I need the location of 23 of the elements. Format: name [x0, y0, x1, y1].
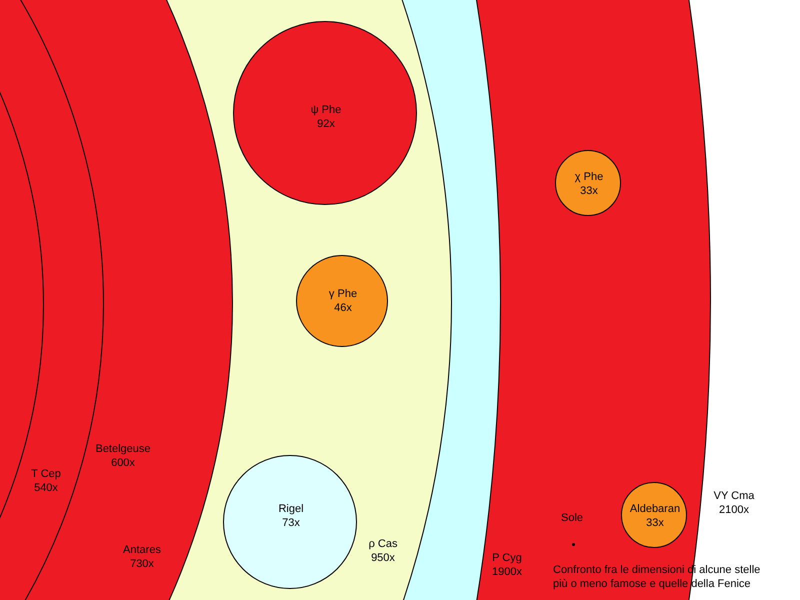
- star-name: VY Cma: [714, 489, 754, 503]
- size-ratio: 73x: [281, 516, 301, 530]
- star-name: Rigel: [278, 502, 304, 516]
- star-name: ψ Phe: [310, 103, 342, 117]
- star-name: Betelgeuse: [95, 442, 151, 456]
- star-name: ρ Cas: [368, 537, 398, 551]
- star-name: γ Phe: [328, 287, 358, 301]
- size-ratio: 92x: [316, 117, 336, 131]
- star-name: Sole: [560, 511, 584, 525]
- size-ratio: 730x: [129, 557, 155, 571]
- size-ratio: 33x: [579, 184, 599, 198]
- size-ratio: 33x: [645, 516, 665, 530]
- size-ratio: 950x: [370, 551, 396, 565]
- size-ratio: 2100x: [718, 503, 750, 517]
- star-name: χ Phe: [574, 170, 604, 184]
- size-ratio: 46x: [333, 301, 353, 315]
- star-name: T Cep: [31, 467, 61, 481]
- star-name: Antares: [123, 543, 161, 557]
- size-ratio: 1900x: [492, 565, 522, 579]
- size-ratio: 600x: [110, 456, 136, 470]
- star-name: P Cyg: [492, 551, 522, 565]
- star-name: Aldebaran: [630, 502, 680, 516]
- size-ratio: 540x: [33, 481, 59, 495]
